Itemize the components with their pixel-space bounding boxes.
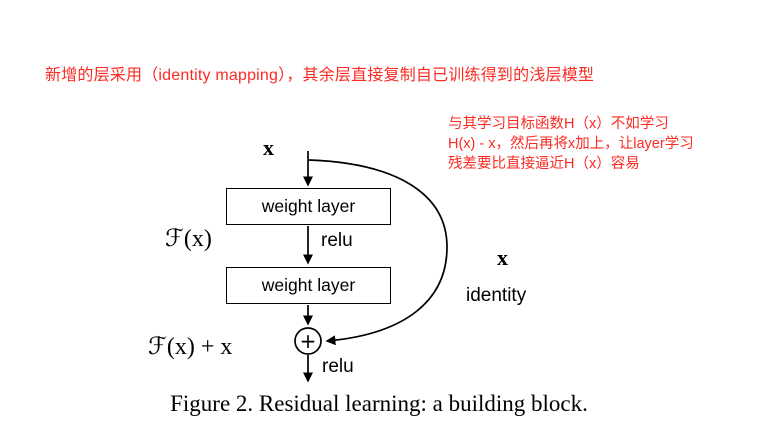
weight-layer-box-2-label: weight layer (261, 275, 356, 295)
residual-function-label: ℱ(x) (165, 226, 212, 252)
weight-layer-box-1-label: weight layer (261, 196, 356, 216)
annotation-top-note: 新增的层采用（identity mapping），其余层直接复制自已训练得到的浅… (45, 67, 595, 84)
relu-label-out: relu (322, 356, 354, 377)
annotation-side-note: 与其学习目标函数H（x）不如学习 H(x) - x，然后再将x加上，让layer… (448, 114, 694, 174)
identity-label: identity (466, 285, 527, 306)
input-x-label: x (263, 135, 274, 160)
plus-icon: + (300, 329, 317, 353)
relu-label-mid: relu (321, 230, 353, 251)
annotation-side-line-1: 与其学习目标函数H（x）不如学习 (448, 116, 669, 132)
weight-layer-box-1: weight layer (226, 188, 391, 225)
addition-node (294, 327, 322, 355)
skip-x-label: x (497, 245, 508, 270)
annotation-side-line-2: H(x) - x，然后再将x加上，让layer学习 (448, 136, 694, 152)
sum-output-label: ℱ(x) + x (148, 334, 233, 360)
weight-layer-box-2: weight layer (226, 267, 391, 304)
figure-caption: Figure 2. Residual learning: a building … (170, 391, 588, 416)
annotation-side-line-3: 残差要比直接逼近H（x）容易 (448, 156, 640, 172)
